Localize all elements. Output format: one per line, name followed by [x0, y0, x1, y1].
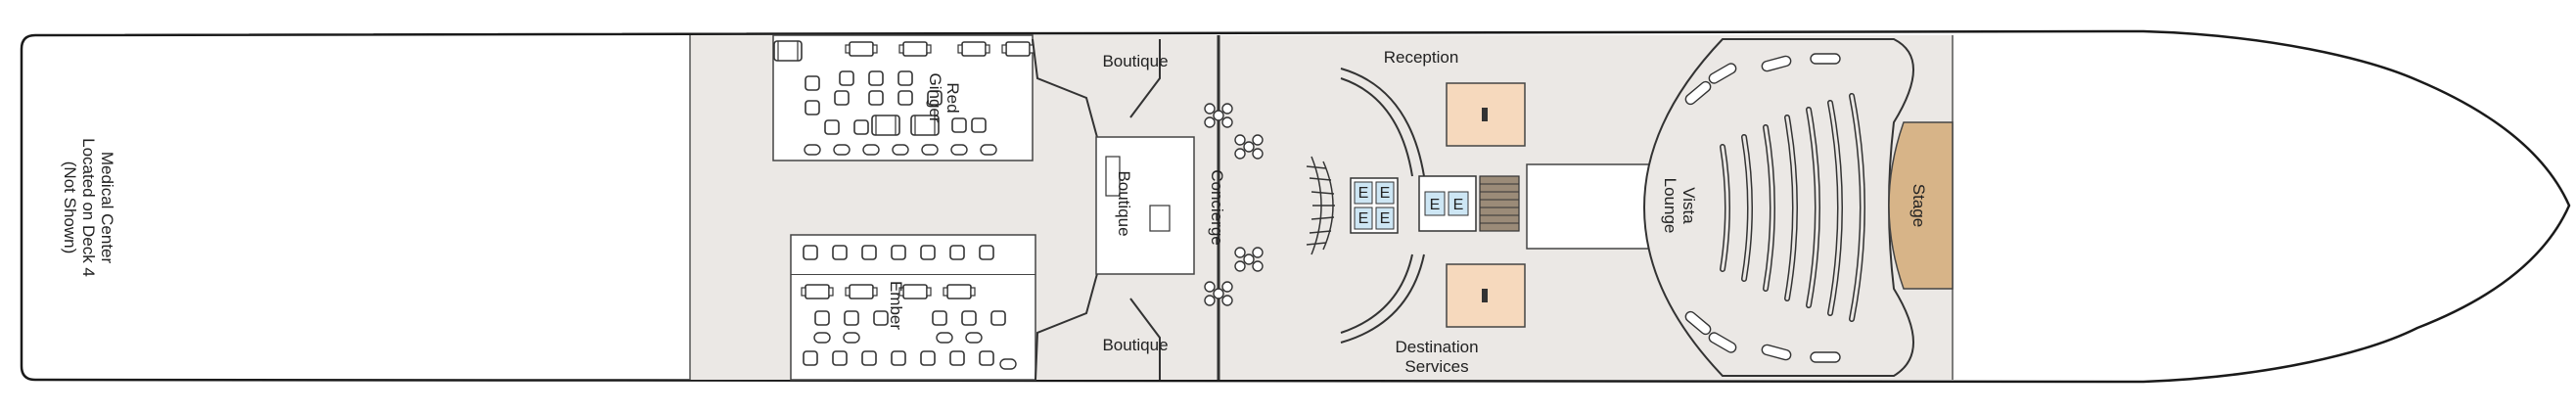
- boutique-middle-label: Boutique: [1115, 170, 1133, 236]
- stage: [1888, 121, 1954, 290]
- vista-lounge-outline: [1642, 38, 1914, 377]
- restroom-icon: [1482, 289, 1488, 302]
- elevator-icon: [1375, 207, 1395, 230]
- elevator-bank-forward: E E E E: [1350, 177, 1399, 234]
- vista-lounge-label-line1: Vista: [1679, 187, 1698, 224]
- elevator-label: E: [1358, 210, 1369, 227]
- restroom-icon: [1482, 108, 1488, 121]
- stage-label: Stage: [1909, 184, 1928, 227]
- elevator-icon: [1375, 181, 1395, 205]
- boutique-bottom-label: Boutique: [1102, 336, 1168, 354]
- lounge-side-seating: [1684, 53, 1841, 363]
- destination-services-label-line1: Destination: [1395, 338, 1478, 356]
- elevator-label: E: [1380, 210, 1391, 227]
- elevator-icon: [1354, 207, 1373, 230]
- elevator-label: E: [1380, 185, 1391, 202]
- ember-area: [790, 234, 1036, 381]
- concierge-label: Concierge: [1208, 169, 1226, 246]
- medical-note-line1: Medical Center: [98, 152, 116, 264]
- medical-center-note: Medical Center Located on Deck 4 (Not Sh…: [61, 138, 116, 277]
- elevator-bank-mid: E E: [1418, 175, 1477, 232]
- destination-services-label-line2: Services: [1404, 357, 1468, 376]
- stair-icon: [1479, 175, 1520, 232]
- vista-lounge-label-line2: Lounge: [1661, 178, 1679, 234]
- ember-label: Ember: [887, 281, 905, 330]
- red-ginger-label-line1: Red: [943, 82, 962, 113]
- medical-note-line3: (Not Shown): [61, 161, 79, 253]
- elevator-icon: [1448, 191, 1469, 216]
- lounge-seating-rows-inner: [1721, 94, 1864, 321]
- elevator-icon: [1354, 181, 1373, 205]
- boutique-top-label: Boutique: [1102, 52, 1168, 70]
- spiral-staircase-icon: [1306, 156, 1335, 255]
- medical-note-line2: Located on Deck 4: [79, 138, 98, 277]
- elevator-label: E: [1430, 197, 1441, 213]
- destination-desk: [1340, 253, 1425, 344]
- reception-desk: [1340, 68, 1425, 177]
- reception-label: Reception: [1384, 48, 1459, 67]
- elevator-label: E: [1358, 185, 1369, 202]
- elevator-label: E: [1453, 197, 1464, 213]
- elevator-icon: [1424, 191, 1446, 216]
- red-ginger-label-line2: Ginger: [926, 72, 944, 122]
- boutique-middle-room: [1095, 136, 1195, 275]
